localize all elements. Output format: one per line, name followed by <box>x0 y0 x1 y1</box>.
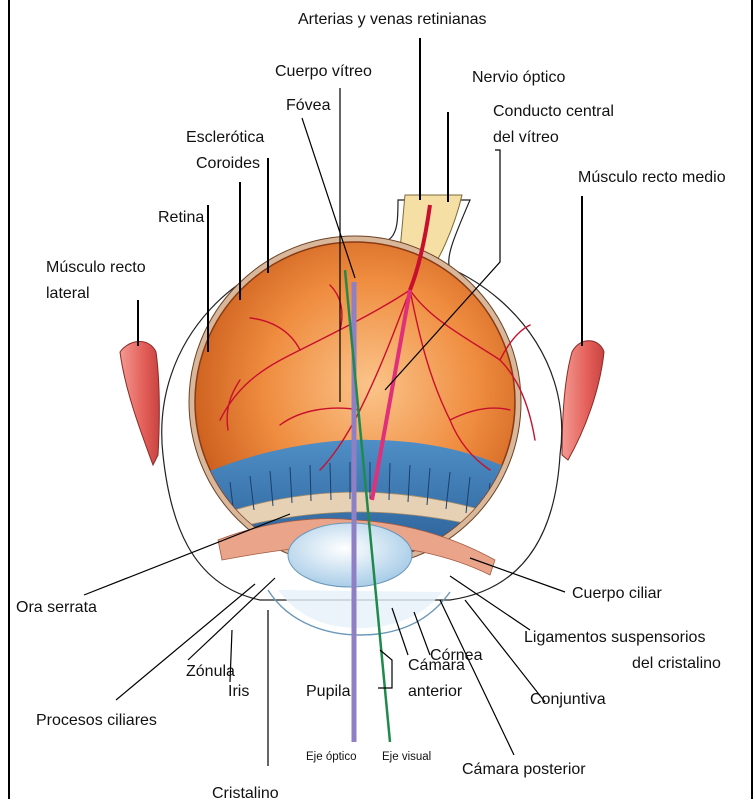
label-arterias-venas: Arterias y venas retinianas <box>298 11 487 28</box>
label-musculo-recto-lateral-1: Músculo recto <box>46 259 146 276</box>
label-fovea: Fóvea <box>286 97 331 114</box>
medial-rectus-muscle <box>562 341 604 460</box>
label-zonula: Zónula <box>186 663 235 680</box>
lens <box>288 523 412 587</box>
label-cristalino: Cristalino <box>212 785 279 801</box>
label-cuerpo-vitreo: Cuerpo vítreo <box>275 63 372 80</box>
label-eje-visual: Eje visual <box>382 751 431 763</box>
label-pupila: Pupila <box>306 683 351 700</box>
label-iris: Iris <box>228 683 249 700</box>
lateral-rectus-muscle <box>120 342 159 466</box>
label-retina: Retina <box>158 209 204 226</box>
label-ora-serrata: Ora serrata <box>16 599 97 616</box>
label-camara-anterior-1: Cámara <box>408 657 465 674</box>
label-eje-optico: Eje óptico <box>306 751 357 763</box>
label-esclerotica: Esclerótica <box>186 129 264 146</box>
label-camara-anterior-2: anterior <box>408 683 463 700</box>
label-camara-posterior: Cámara posterior <box>462 761 586 778</box>
label-nervio-optico: Nervio óptico <box>472 69 565 86</box>
label-ligamentos-1: Ligamentos suspensorios <box>524 629 705 646</box>
label-conducto-central-2: del vítreo <box>493 129 559 146</box>
label-musculo-recto-medio: Músculo recto medio <box>578 169 726 186</box>
label-conducto-central-1: Conducto central <box>493 103 614 120</box>
label-cuerpo-ciliar: Cuerpo ciliar <box>572 585 662 602</box>
label-musculo-recto-lateral-2: lateral <box>46 285 90 302</box>
label-procesos-ciliares: Procesos ciliares <box>36 712 157 729</box>
label-ligamentos-2: del cristalino <box>632 655 721 672</box>
label-coroides: Coroides <box>196 155 260 172</box>
label-conjuntiva: Conjuntiva <box>530 691 606 708</box>
